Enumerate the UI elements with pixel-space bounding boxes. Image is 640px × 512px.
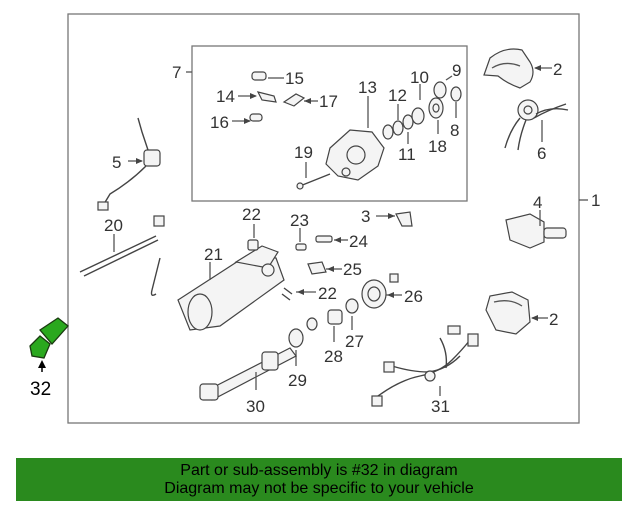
part-28-sensor[interactable] bbox=[306, 309, 343, 342]
callout-3: 3 bbox=[361, 207, 370, 226]
part-32-intermediate-shaft[interactable] bbox=[29, 317, 69, 372]
part-29-gear[interactable] bbox=[288, 328, 304, 366]
callout-1: 1 bbox=[591, 191, 600, 210]
part-20-rod[interactable] bbox=[79, 215, 165, 297]
part-5-switch[interactable] bbox=[97, 117, 161, 211]
callout-24: 24 bbox=[349, 232, 368, 251]
info-banner: Part or sub-assembly is #32 in diagram D… bbox=[16, 458, 622, 501]
callout-5: 5 bbox=[112, 153, 121, 172]
callout-30: 30 bbox=[246, 397, 265, 416]
callout-28: 28 bbox=[324, 347, 343, 366]
callout-4: 4 bbox=[533, 193, 542, 212]
part-24-bolt[interactable] bbox=[315, 235, 348, 243]
part-11-spring[interactable] bbox=[392, 114, 414, 144]
part-3-bracket[interactable] bbox=[376, 211, 413, 227]
part-21-column-jacket[interactable] bbox=[177, 245, 285, 331]
banner-line-2: Diagram may not be specific to your vehi… bbox=[164, 480, 474, 497]
part-12-washer[interactable] bbox=[382, 104, 399, 140]
part-6-switch-harness[interactable] bbox=[504, 99, 569, 151]
part-10-bearing[interactable] bbox=[411, 84, 425, 125]
callout-6: 6 bbox=[537, 144, 546, 163]
callout-16: 16 bbox=[210, 113, 229, 132]
part-9-nut[interactable] bbox=[433, 75, 453, 99]
callout-26: 26 bbox=[404, 287, 423, 306]
part-16-pin[interactable] bbox=[232, 113, 263, 124]
callout-25: 25 bbox=[343, 260, 362, 279]
part-22-bolt-top[interactable] bbox=[247, 224, 259, 251]
callout-15: 15 bbox=[285, 69, 304, 88]
banner-line-1: Part or sub-assembly is #32 in diagram bbox=[180, 462, 458, 479]
part-25-clip[interactable] bbox=[307, 261, 342, 275]
parts-diagram: 2 6 1 4 2 31 bbox=[29, 13, 600, 424]
callout-20: 20 bbox=[104, 216, 123, 235]
part-26-bearing[interactable] bbox=[361, 273, 402, 309]
callout-2-top: 2 bbox=[553, 60, 562, 79]
part-19-rod[interactable] bbox=[296, 162, 331, 190]
part-15-pin[interactable] bbox=[251, 71, 284, 81]
callout-7: 7 bbox=[172, 63, 181, 82]
callout-11: 11 bbox=[398, 145, 416, 164]
part-lower-shroud[interactable] bbox=[485, 291, 548, 335]
part-8-washer[interactable] bbox=[450, 86, 462, 118]
part-22-bolt-bottom[interactable] bbox=[281, 287, 316, 301]
callout-32: 32 bbox=[30, 379, 51, 400]
callout-13: 13 bbox=[358, 78, 377, 97]
callout-2-bottom: 2 bbox=[549, 310, 558, 329]
part-4-multifunction-switch[interactable] bbox=[505, 210, 567, 249]
assembly-frame bbox=[67, 13, 580, 424]
callout-29: 29 bbox=[288, 371, 307, 390]
part-30-steering-shaft[interactable] bbox=[199, 347, 297, 401]
callout-21: 21 bbox=[204, 245, 223, 264]
callout-8: 8 bbox=[450, 121, 459, 140]
part-23-pin[interactable] bbox=[295, 228, 307, 251]
callout-22-bottom: 22 bbox=[318, 284, 337, 303]
callout-10: 10 bbox=[410, 68, 429, 87]
callout-19: 19 bbox=[294, 143, 313, 162]
callout-22-top: 22 bbox=[242, 205, 261, 224]
part-upper-shroud[interactable] bbox=[483, 48, 552, 89]
callout-14: 14 bbox=[216, 87, 235, 106]
callout-18: 18 bbox=[428, 137, 447, 156]
callout-9: 9 bbox=[452, 61, 461, 80]
part-13-lock-housing[interactable] bbox=[325, 96, 385, 181]
callout-12: 12 bbox=[388, 86, 407, 105]
callout-17: 17 bbox=[319, 92, 338, 111]
part-31-wiring-harness[interactable] bbox=[371, 325, 479, 407]
part-27-ring[interactable] bbox=[345, 298, 359, 330]
part-14-lever[interactable] bbox=[238, 91, 277, 103]
callout-23: 23 bbox=[290, 211, 309, 230]
part-18-retainer[interactable] bbox=[428, 97, 444, 134]
subassembly-frame bbox=[191, 45, 468, 202]
callout-31: 31 bbox=[431, 397, 450, 416]
part-17-clip[interactable] bbox=[282, 93, 318, 107]
callout-27: 27 bbox=[345, 332, 364, 351]
